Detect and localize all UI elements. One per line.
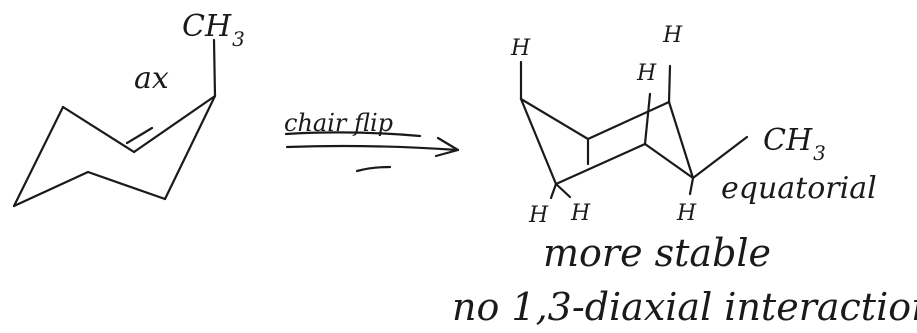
- right-chair-bond: [519, 97, 590, 141]
- axial-h-bond: [688, 176, 695, 196]
- forward-arrow-head: [434, 136, 460, 158]
- left-chair-inner-mark: [125, 126, 154, 145]
- hydrogen-label: H: [636, 61, 657, 86]
- hydrogen-label: H: [528, 203, 549, 228]
- left-methyl-label: CH3: [182, 9, 245, 51]
- axial-label: ax: [134, 61, 169, 96]
- equilibrium-arrows: chair flip: [284, 109, 460, 173]
- equatorial-methyl-bond: [691, 135, 749, 180]
- right-chair-bond: [586, 100, 671, 141]
- left-cyclohexane-chair: [12, 38, 217, 208]
- right-chair-bond: [667, 100, 695, 180]
- left-chair-bond: [132, 94, 217, 154]
- hydrogen-label: H: [676, 201, 697, 226]
- more-stable-label: more stable: [543, 231, 771, 275]
- right-methyl-label: CH3: [763, 123, 826, 165]
- equatorial-h-bond: [643, 92, 652, 146]
- right-chair-bond: [643, 142, 695, 180]
- diaxial-note: no 1,3-diaxial interactions: [452, 285, 917, 329]
- left-chair-bond: [61, 105, 136, 154]
- left-chair-bond: [163, 94, 217, 201]
- equatorial-h-bond: [554, 182, 572, 199]
- axial-h-bond: [549, 182, 558, 200]
- left-chair-bond: [12, 170, 90, 208]
- chair-flip-underline: [284, 131, 422, 138]
- hydrogen-label: H: [662, 23, 683, 48]
- reverse-arrow: [355, 165, 392, 173]
- right-chair-bond: [554, 142, 647, 186]
- axial-methyl-bond: [212, 38, 217, 98]
- right-chair-bond: [519, 97, 558, 186]
- hydrogen-label: H: [570, 201, 591, 226]
- forward-arrow: [285, 144, 460, 152]
- right-cyclohexane-chair: [519, 60, 749, 200]
- equatorial-label: equatorial: [721, 171, 877, 206]
- axial-h-bond: [667, 64, 672, 104]
- left-chair-bond: [86, 170, 167, 201]
- hydrogen-label: H: [510, 36, 531, 61]
- left-chair-bond: [12, 105, 65, 208]
